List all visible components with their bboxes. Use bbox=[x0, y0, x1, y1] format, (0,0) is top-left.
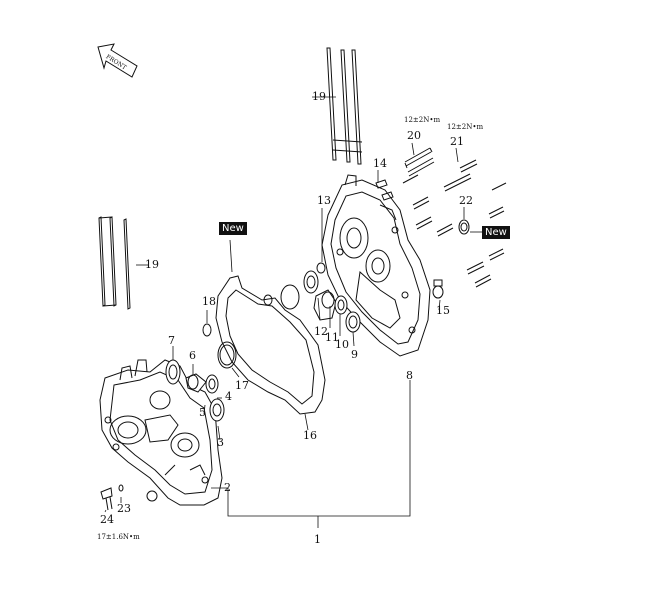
new-badge-seal: New bbox=[482, 226, 510, 239]
right-bearings bbox=[304, 263, 360, 332]
callout-7: 7 bbox=[168, 334, 175, 347]
oil-seal-22 bbox=[459, 220, 469, 234]
callout-19-right: 19 bbox=[312, 90, 326, 103]
dowel-pins bbox=[376, 180, 393, 200]
callout-17: 17 bbox=[235, 379, 249, 392]
callout-3: 3 bbox=[217, 436, 224, 449]
callout-24: 24 bbox=[100, 513, 114, 526]
callout-15: 15 bbox=[436, 304, 450, 317]
bolts-group-20 bbox=[403, 148, 434, 229]
callout-20: 20 bbox=[407, 129, 421, 142]
right-studs bbox=[327, 48, 362, 164]
callout-16: 16 bbox=[303, 429, 317, 442]
bolt-24 bbox=[101, 488, 112, 510]
washer-23 bbox=[119, 485, 123, 491]
callout-22: 22 bbox=[459, 194, 473, 207]
callout-6: 6 bbox=[189, 349, 196, 362]
callout-23: 23 bbox=[117, 502, 131, 515]
callout-13: 13 bbox=[317, 194, 331, 207]
callout-5: 5 bbox=[199, 406, 206, 419]
gasket bbox=[216, 276, 325, 414]
new-badge-gasket: New bbox=[219, 222, 247, 235]
torque-spec-21: 12±2N•m bbox=[447, 123, 484, 131]
callout-14: 14 bbox=[373, 157, 387, 170]
front-arrow-icon: FRONT bbox=[98, 44, 137, 77]
drain-plug-15 bbox=[433, 280, 443, 298]
callout-1: 1 bbox=[314, 533, 321, 546]
callout-8: 8 bbox=[406, 369, 413, 382]
left-crankcase bbox=[100, 360, 222, 505]
leader-lines bbox=[105, 97, 482, 528]
callout-11: 11 bbox=[325, 331, 339, 344]
torque-spec-20: 12±2N•m bbox=[404, 116, 441, 124]
right-crankcase bbox=[322, 175, 430, 356]
callout-10: 10 bbox=[335, 338, 349, 351]
callout-19-left: 19 bbox=[145, 258, 159, 271]
bolts-group-21 bbox=[437, 160, 506, 287]
callout-21: 21 bbox=[450, 135, 464, 148]
left-studs bbox=[99, 217, 130, 309]
callout-2: 2 bbox=[224, 481, 231, 494]
oring-seal bbox=[203, 324, 236, 368]
callout-4: 4 bbox=[225, 390, 232, 403]
callout-9: 9 bbox=[351, 348, 358, 361]
torque-spec-24: 17±1.6N•m bbox=[97, 533, 140, 541]
callout-18: 18 bbox=[202, 295, 216, 308]
callout-12: 12 bbox=[314, 325, 328, 338]
